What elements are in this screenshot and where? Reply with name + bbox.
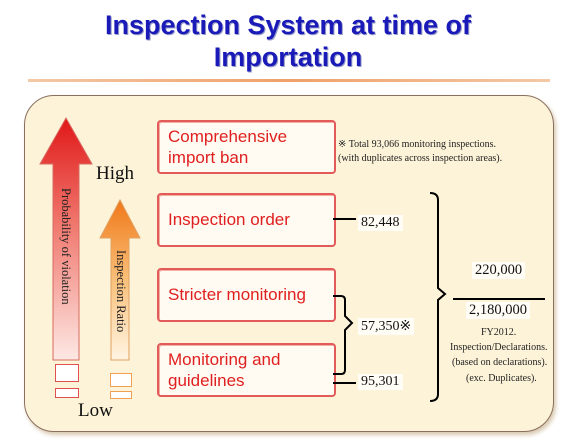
level-monitoring-and-guidelines: Monitoring and guidelines bbox=[157, 343, 336, 397]
legend-square-orange bbox=[110, 373, 132, 387]
stricter-monitoring-value: 57,350※ bbox=[358, 318, 415, 335]
title-underline bbox=[28, 79, 550, 82]
legend-bar-orange bbox=[110, 391, 132, 399]
title-line-2: Importation bbox=[213, 42, 363, 72]
level-label: Stricter monitoring bbox=[168, 285, 306, 304]
totals-description-1: Inspection/Declarations. bbox=[450, 342, 548, 353]
probability-arrow-icon bbox=[39, 116, 93, 361]
note-line-2: (with duplicates across inspection areas… bbox=[338, 153, 503, 164]
monitoring-guidelines-value: 95,301 bbox=[358, 374, 403, 390]
level-label: Inspection order bbox=[168, 210, 290, 229]
level-stricter-monitoring: Stricter monitoring bbox=[157, 268, 336, 322]
total-inspections-value: 220,000 bbox=[472, 262, 526, 279]
level-inspection-order: Inspection order bbox=[157, 193, 336, 247]
low-label: Low bbox=[78, 400, 113, 421]
inspection-order-value: 82,448 bbox=[358, 215, 403, 231]
level-label: guidelines bbox=[168, 371, 245, 390]
title-line-1: Inspection System at time of bbox=[104, 10, 472, 40]
legend-bar-red bbox=[55, 388, 79, 398]
legend-square-red bbox=[55, 364, 79, 382]
totals-description-3: (exc. Duplicates). bbox=[466, 373, 537, 384]
inspection-ratio-arrow-icon bbox=[99, 198, 141, 361]
note-line-1: ※ Total 93,066 monitoring inspections. bbox=[338, 139, 497, 150]
inspection-ratio-label: Inspection Ratio bbox=[114, 250, 128, 333]
fiscal-year-label: FY2012. bbox=[481, 327, 517, 338]
probability-of-violation-label: Probability of violation bbox=[59, 188, 73, 305]
total-declarations-value: 2,180,000 bbox=[466, 302, 530, 319]
total-monitoring-note: ※ Total 93,066 monitoring inspections. (… bbox=[338, 138, 548, 166]
level-comprehensive-import-ban: Comprehensive import ban bbox=[157, 120, 336, 174]
level-label: import ban bbox=[168, 148, 249, 167]
high-label: High bbox=[96, 163, 134, 184]
level-label: Comprehensive bbox=[168, 127, 288, 146]
totals-description-2: (based on declarations). bbox=[452, 357, 548, 368]
level-label: Monitoring and bbox=[168, 350, 281, 369]
